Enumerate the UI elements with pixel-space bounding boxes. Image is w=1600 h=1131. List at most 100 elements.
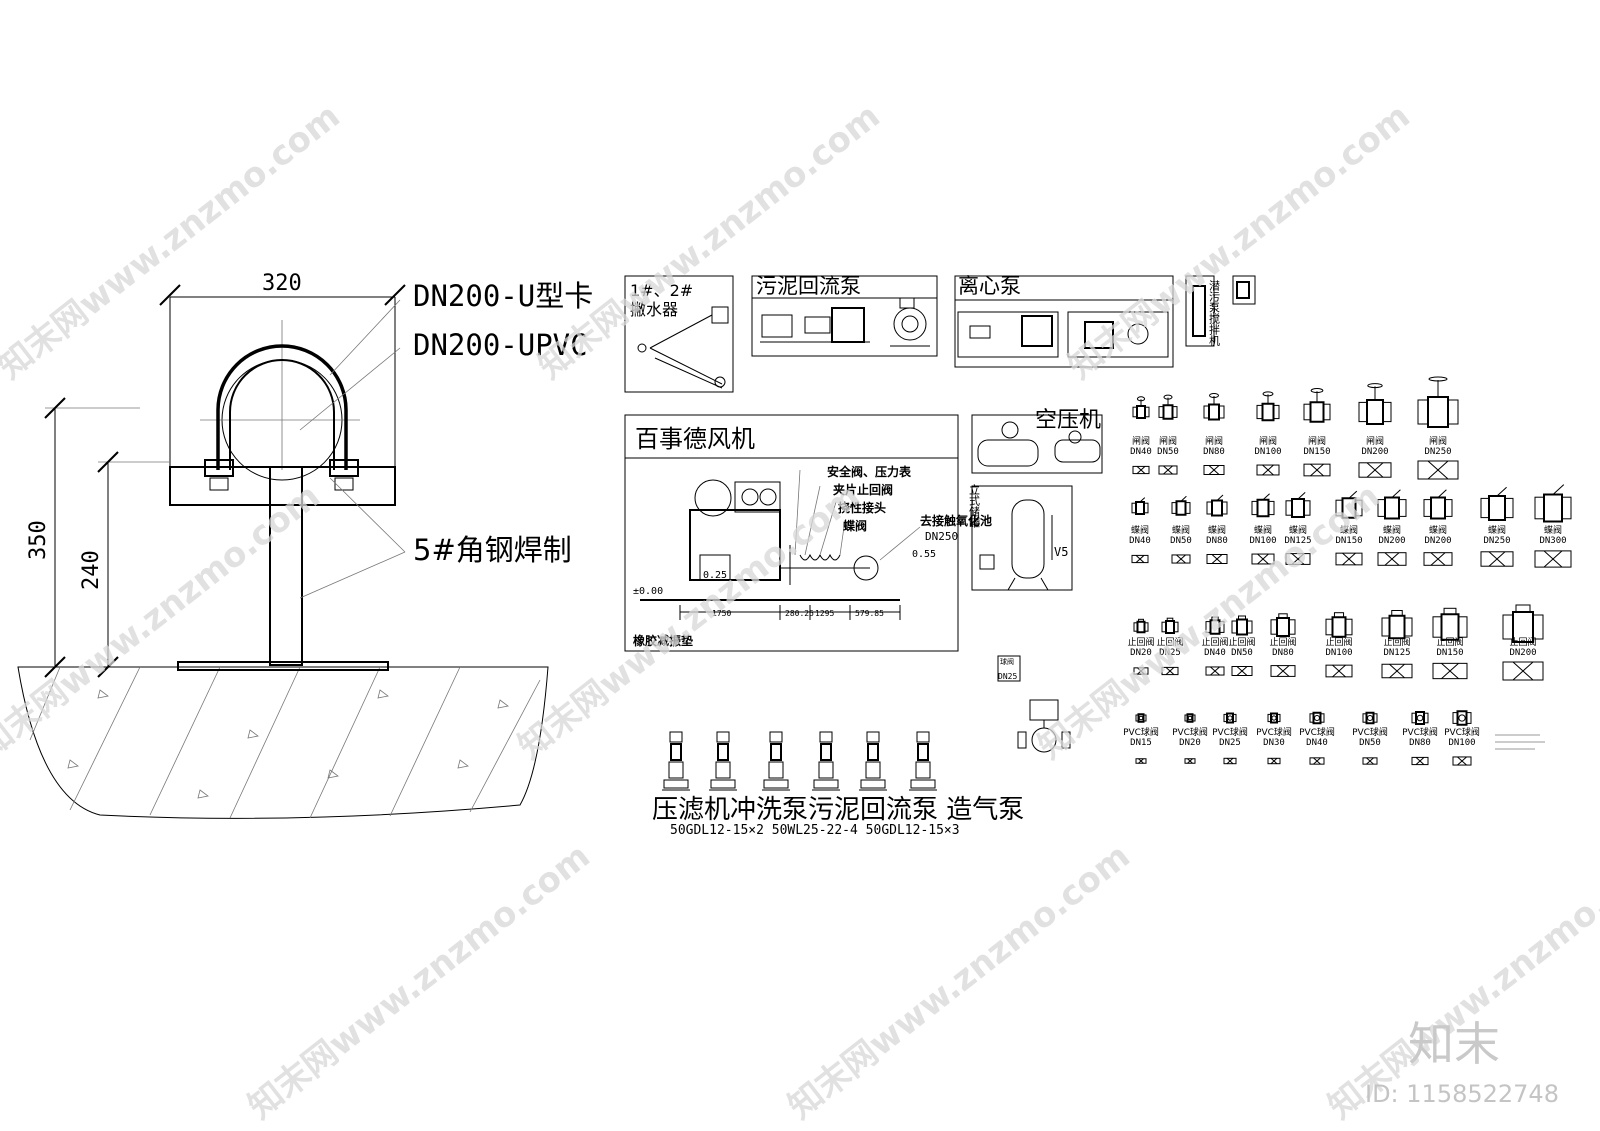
watermark-text: 知末网www.znzmo.com bbox=[0, 476, 328, 767]
check-valve-size: DN25 bbox=[1159, 648, 1181, 658]
gate-valve-size: DN40 bbox=[1130, 447, 1152, 457]
u-clamp-shape bbox=[216, 344, 348, 470]
gate-valve-name: 闸阀 bbox=[1205, 436, 1223, 447]
gate-valve-name: 闸阀 bbox=[1132, 436, 1150, 447]
label-dn250: DN250 bbox=[925, 530, 958, 543]
check-valve-size: DN80 bbox=[1272, 648, 1294, 658]
vertical-pumps-panel bbox=[662, 731, 937, 791]
vertical-pumps-subtitle: 50GDL12-15×2 50WL25-22-4 50GDL12-15×3 bbox=[670, 823, 960, 838]
check-valve-size: DN150 bbox=[1436, 648, 1463, 658]
label-support: 5#角钢焊制 bbox=[413, 533, 572, 567]
submersible-mixer-panel: 潜污泵搅拌机 bbox=[1185, 275, 1256, 347]
gate-valve-name: 闸阀 bbox=[1308, 436, 1326, 447]
butterfly-valve-name: 蝶阀 bbox=[1340, 524, 1358, 536]
label-butterfly: 蝶阀 bbox=[843, 518, 867, 533]
pvc-ball-valve-size: DN15 bbox=[1130, 738, 1152, 748]
vertical-pumps-title: 压滤机冲洗泵污泥回流泵 造气泵 bbox=[652, 795, 1024, 825]
gate-valve-name: 闸阀 bbox=[1366, 436, 1384, 447]
butterfly-valve-size: DN200 bbox=[1424, 536, 1451, 546]
level-025: 0.25 bbox=[703, 570, 727, 581]
check-valve-name: 止回阀 bbox=[1436, 636, 1463, 648]
aerator-label-2: 撇水器 bbox=[630, 300, 678, 319]
butterfly-valve-name: 蝶阀 bbox=[1131, 524, 1149, 536]
watermark-text: 知末网www.znzmo.com bbox=[1061, 96, 1418, 387]
pvc-ball-valve-name: PVC球阀 bbox=[1172, 726, 1208, 738]
butterfly-valve-name: 蝶阀 bbox=[1488, 524, 1506, 536]
check-valve-size: DN40 bbox=[1204, 648, 1226, 658]
check-valve-name: 止回阀 bbox=[1325, 636, 1352, 648]
brand-logo-text: 知末 bbox=[1408, 1017, 1500, 1071]
butterfly-valve-size: DN100 bbox=[1249, 536, 1276, 546]
check-valve-size: DN100 bbox=[1325, 648, 1352, 658]
pvc-ball-valve-size: DN100 bbox=[1448, 738, 1475, 748]
dim-post-height: 240 bbox=[79, 550, 104, 590]
vertical-pump-symbol bbox=[812, 731, 840, 791]
level-zero: ±0.00 bbox=[633, 586, 663, 597]
sludge-pump-panel: 污泥回流泵 bbox=[751, 274, 938, 357]
pvc-ball-valve-name: PVC球阀 bbox=[1444, 726, 1480, 738]
butterfly-valve-name: 蝶阀 bbox=[1429, 524, 1447, 536]
pvc-ball-valve-name: PVC球阀 bbox=[1212, 726, 1248, 738]
filter-valve-label-2: DN25 bbox=[998, 672, 1017, 681]
vertical-pump-symbol bbox=[859, 731, 887, 791]
watermark-text: 知末网www.znzmo.com bbox=[241, 836, 598, 1127]
dim-width: 320 bbox=[262, 271, 302, 296]
gate-valve-size: DN100 bbox=[1254, 447, 1281, 457]
label-v5: V5 bbox=[1054, 545, 1068, 559]
aerator-label-1: 1#、2# bbox=[630, 281, 693, 300]
butterfly-valve-name: 蝶阀 bbox=[1172, 524, 1190, 536]
check-valve-name: 止回阀 bbox=[1383, 636, 1410, 648]
vertical-pump-symbol bbox=[762, 731, 790, 791]
level-055: 0.55 bbox=[912, 549, 936, 560]
butterfly-valve-size: DN150 bbox=[1335, 536, 1362, 546]
valve-notes bbox=[1495, 734, 1545, 750]
check-valve-name: 止回阀 bbox=[1509, 636, 1536, 648]
pvc-ball-valve-name: PVC球阀 bbox=[1299, 726, 1335, 738]
dim-d: 579.85 bbox=[855, 609, 884, 618]
gate-valve-size: DN80 bbox=[1203, 447, 1225, 457]
compressor-title: 空压机 bbox=[1035, 408, 1101, 433]
pvc-ball-valve-name: PVC球阀 bbox=[1256, 726, 1292, 738]
pvc-ball-valve-name: PVC球阀 bbox=[1402, 726, 1438, 738]
dim-total-height: 350 bbox=[26, 520, 51, 560]
dim-a: 1750 bbox=[712, 609, 731, 618]
dim-b: 280.25 bbox=[785, 609, 814, 618]
check-valve-name: 止回阀 bbox=[1127, 636, 1154, 648]
pvc-ball-valve-name: PVC球阀 bbox=[1123, 726, 1159, 738]
check-valve-size: DN20 bbox=[1130, 648, 1152, 658]
check-valve-size: DN200 bbox=[1509, 648, 1536, 658]
tank-label: 立式储罐 bbox=[968, 483, 981, 529]
butterfly-valve-size: DN50 bbox=[1170, 536, 1192, 546]
gate-valve-name: 闸阀 bbox=[1259, 436, 1277, 447]
butterfly-valve-size: DN250 bbox=[1483, 536, 1510, 546]
sludge-pump-title: 污泥回流泵 bbox=[756, 274, 861, 298]
watermark-text: 知末网www.znzmo.com bbox=[0, 96, 348, 387]
butterfly-valve-size: DN300 bbox=[1539, 536, 1566, 546]
compressor-panel: 空压机 立式储罐 V5 bbox=[968, 408, 1103, 591]
aerator-panel: 1#、2# 撇水器 bbox=[624, 275, 734, 393]
check-valve-size: DN125 bbox=[1383, 648, 1410, 658]
label-check-valve: 夹片止回阀 bbox=[833, 482, 893, 497]
pvc-ball-valve-size: DN80 bbox=[1409, 738, 1431, 748]
gate-valve-size: DN50 bbox=[1157, 447, 1179, 457]
